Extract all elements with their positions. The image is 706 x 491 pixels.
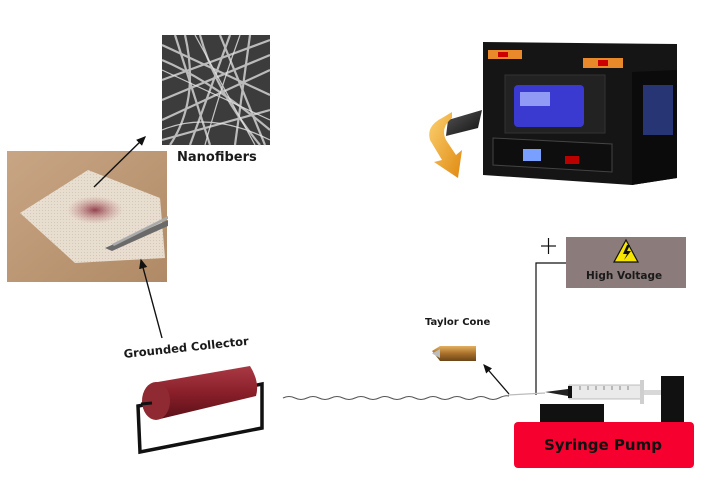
electrospinning-machine [483,42,677,185]
lightning-icon [623,245,631,260]
fiber-jet [282,395,510,400]
syringe-pump-label: Syringe Pump [544,436,662,454]
high-voltage-label: High Voltage [586,270,663,282]
grounded-collector [136,366,264,455]
nanofibers-label: Nanofibers [177,150,257,165]
arrow-collector-to-dressing [139,258,163,339]
arrow-to-nanofibers [93,136,146,188]
hv-wire [535,262,566,395]
transfer-arrow-icon [429,110,482,178]
taylor-cone-label: Taylor Cone [425,317,491,328]
nanofiber-sem-image [161,34,271,146]
skin-photo [7,151,168,282]
syringe-pump [507,376,694,468]
positive-terminal-icon [541,238,556,254]
arrow-to-taylor-cone [483,364,510,395]
taylor-cone [432,346,476,361]
high-voltage-supply [566,237,686,288]
